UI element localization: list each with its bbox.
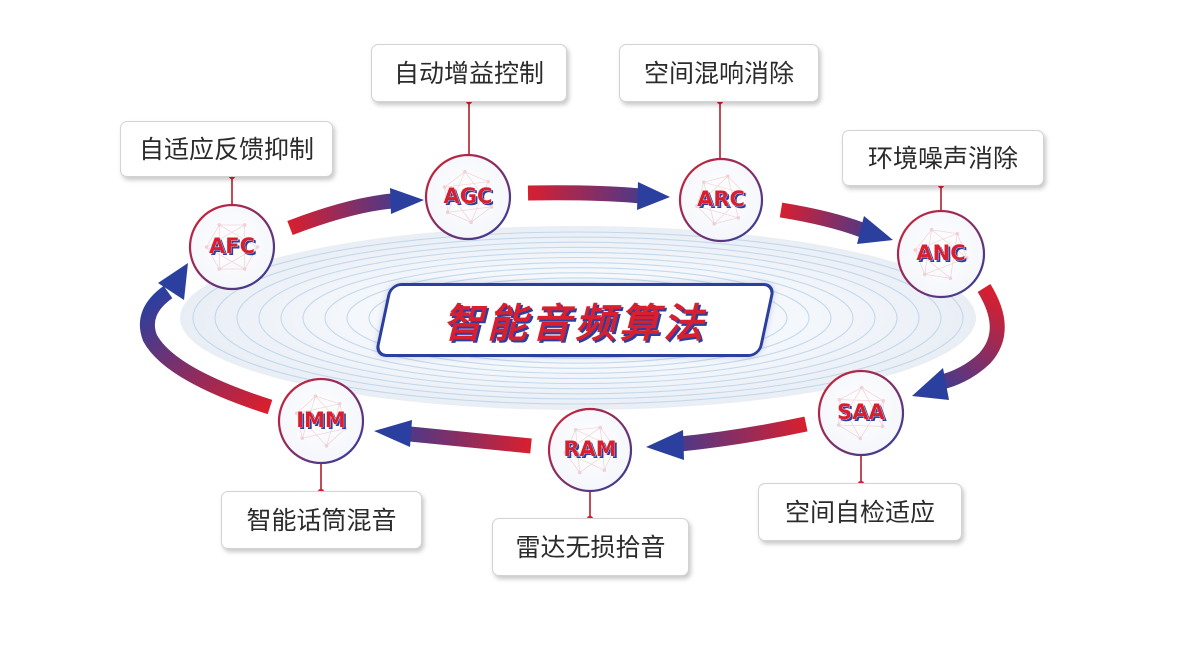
connector-agc	[465, 97, 473, 156]
node-abbr-arc-face: ARC	[697, 187, 745, 211]
label-agc: 自动增益控制	[371, 44, 567, 102]
ripple-ring	[368, 272, 788, 364]
arrow-afc-agc	[287, 188, 424, 236]
arrow-agc-arc	[527, 182, 670, 210]
node-abbr-afc-face: AFC	[209, 234, 255, 258]
arrow-anc-saa	[912, 284, 1005, 400]
node-abbr-imm-face: IMM	[296, 408, 346, 432]
network-pattern-icon	[204, 223, 260, 271]
label-imm: 智能话筒混音	[221, 491, 422, 549]
connector-anc	[937, 181, 945, 212]
ripple-ring	[324, 262, 832, 374]
arrow-ram-imm	[374, 420, 532, 454]
node-abbr-anc-face: ANC	[916, 241, 965, 265]
label-saa: 空间自检适应	[758, 483, 962, 541]
network-pattern-icon	[442, 169, 494, 225]
node-abbr-anc: ANC	[918, 243, 967, 267]
arrow-arc-anc	[779, 202, 893, 244]
ripple-ring	[302, 256, 854, 380]
node-abbr-afc: AFC	[211, 236, 257, 260]
network-pattern-icon	[294, 394, 348, 448]
ripple-ring	[214, 236, 942, 400]
connector-afc	[228, 172, 236, 206]
node-abbr-agc: AGC	[446, 186, 495, 210]
node-abbr-arc: ARC	[699, 189, 747, 213]
center-title-badge: 智能音频算法	[374, 283, 776, 357]
network-pattern-icon	[836, 385, 886, 441]
node-abbr-imm: IMM	[298, 410, 348, 434]
arrow-saa-ram	[646, 416, 808, 460]
ripple-ring	[258, 246, 898, 390]
ripple-ring	[236, 241, 920, 395]
ripple-ring	[192, 231, 964, 405]
network-pattern-icon	[913, 227, 969, 281]
label-afc: 自适应反馈抑制	[120, 121, 333, 177]
flow-arrows	[139, 182, 1005, 460]
ripple-ring	[346, 267, 810, 369]
node-abbr-agc-face: AGC	[444, 184, 493, 208]
label-ram: 雷达无损拾音	[492, 518, 689, 576]
connector-arc	[716, 97, 724, 160]
network-pattern-icon	[563, 425, 617, 475]
node-abbr-ram-face: RAM	[563, 437, 616, 461]
center-title: 智能音频算法	[443, 301, 707, 347]
label-anc: 环境噪声消除	[842, 130, 1044, 186]
node-abbr-saa: SAA	[839, 402, 887, 426]
arrow-imm-afc	[139, 263, 273, 415]
label-arc: 空间混响消除	[619, 44, 819, 102]
node-abbr-saa-face: SAA	[837, 400, 885, 424]
node-abbr-ram: RAM	[565, 439, 618, 463]
network-pattern-icon	[695, 174, 747, 226]
ripple-ring	[280, 251, 876, 385]
